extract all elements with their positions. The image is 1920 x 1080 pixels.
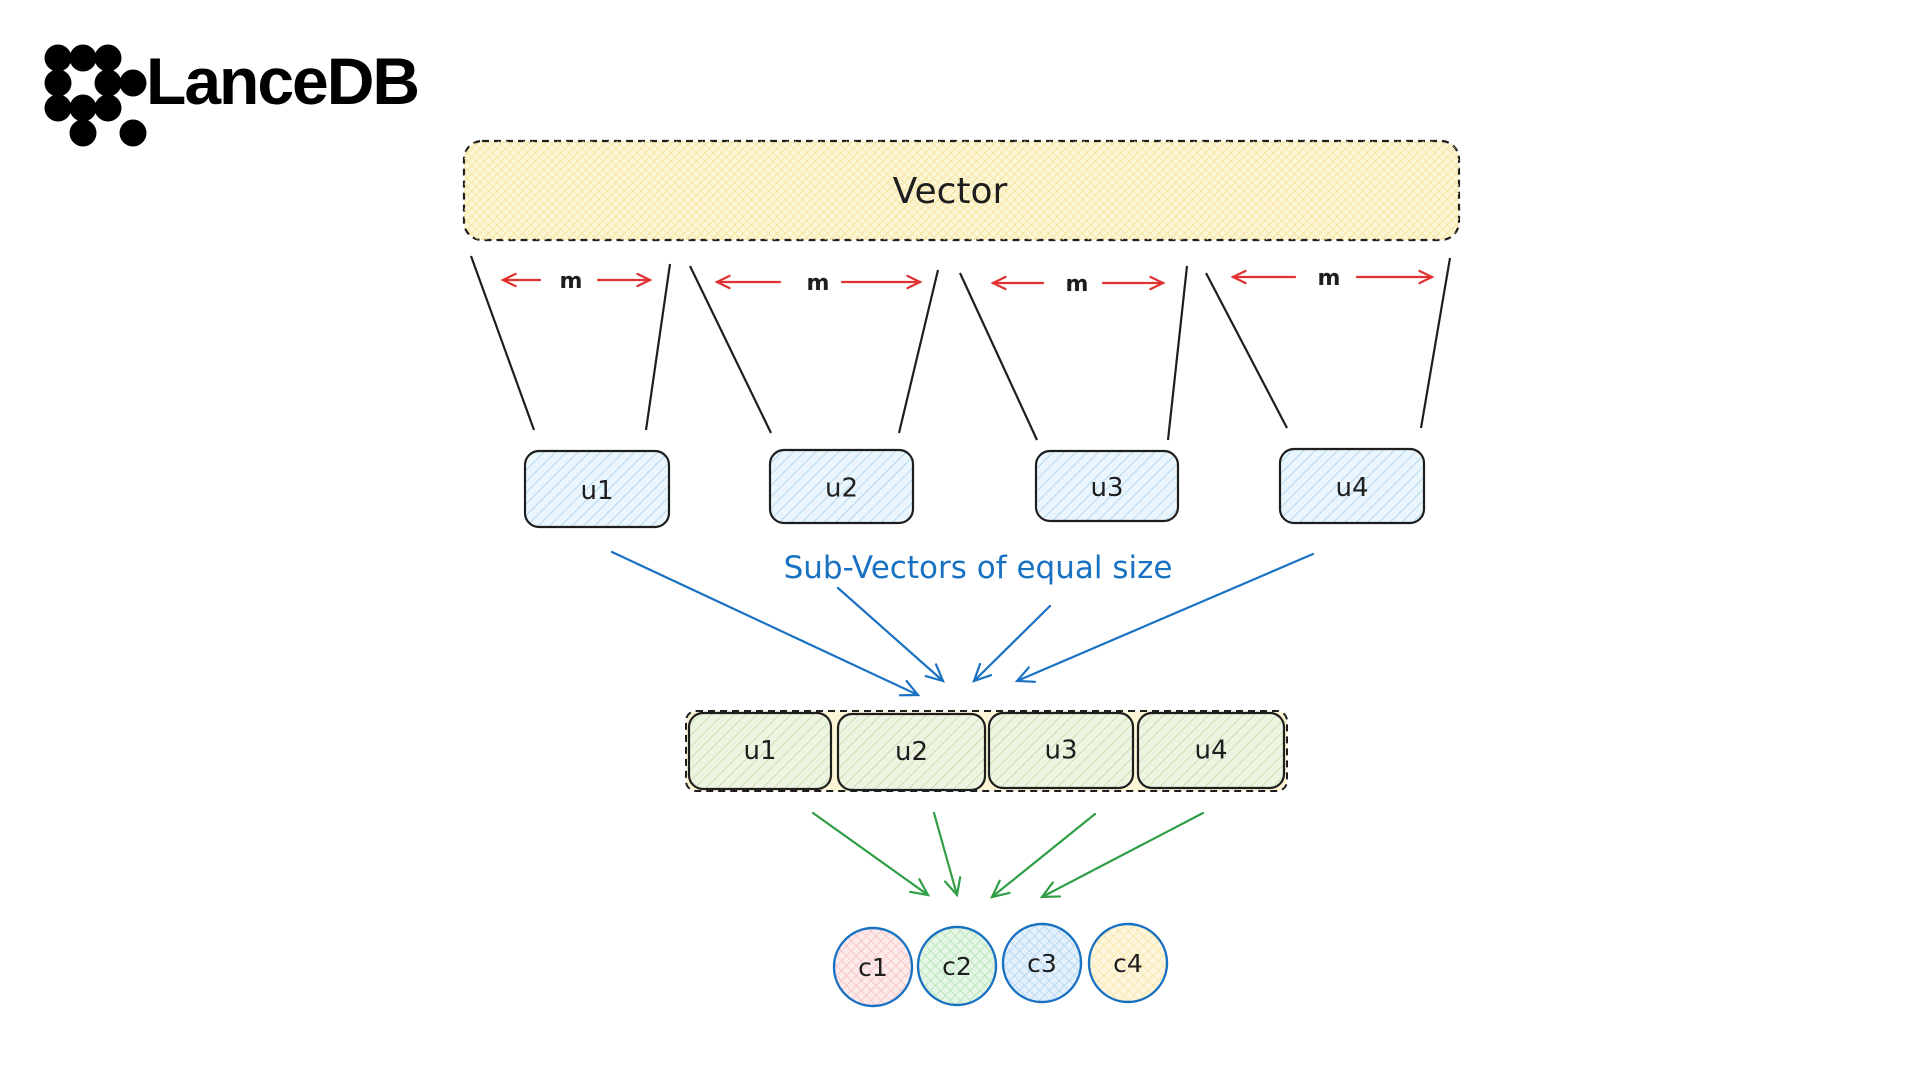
logo-dot: [44, 94, 72, 122]
concat-subvector-box: u3: [987, 711, 1135, 790]
logo-dot: [69, 94, 97, 122]
subvector-boxes: u1 u2 u3 u4: [523, 447, 1426, 529]
logo-dot: [119, 119, 147, 147]
concatenated-subvectors: u1 u2 u3 u4: [685, 710, 1288, 792]
logo-dot: [94, 94, 122, 122]
concat-subvector-label: u3: [1044, 736, 1077, 766]
connector-line: [1419, 257, 1452, 429]
subvector-to-concat-arrows: [610, 550, 1315, 697]
centroid-label: c2: [942, 952, 972, 981]
segment-measure: m: [990, 272, 1166, 297]
vector-label: Vector: [893, 171, 1008, 212]
subvector-box: u4: [1278, 447, 1426, 525]
brand-name: LanceDB: [146, 44, 420, 118]
dot-grid-logo-icon: [44, 44, 147, 147]
centroid-circles: c1 c2 c3 c4: [832, 922, 1169, 1008]
centroid-label: c1: [858, 953, 888, 982]
logo-dot: [119, 69, 147, 97]
connector-line: [959, 272, 1038, 441]
concat-subvector-label: u1: [743, 736, 776, 766]
segment-measure: m: [1230, 266, 1435, 291]
segment-size-label: m: [807, 271, 830, 296]
connector-line: [644, 263, 672, 431]
blue-arrow-icon: [972, 604, 1052, 683]
segment-measure: m: [500, 269, 653, 294]
concat-subvector-box: u2: [836, 712, 987, 792]
connector-line: [469, 255, 536, 431]
brand-logo: [44, 44, 150, 150]
right-arrow-icon: [1101, 275, 1166, 291]
concat-subvector-label: u4: [1194, 736, 1227, 766]
segment-connectors: [469, 255, 1452, 441]
connector-line: [1166, 265, 1189, 441]
logo-dot: [69, 44, 97, 72]
centroid-circle: c1: [832, 926, 914, 1008]
logo-dot: [44, 44, 72, 72]
concat-subvector-box: u1: [687, 711, 833, 791]
blue-arrow-icon: [610, 550, 921, 697]
subvector-box: u2: [768, 448, 915, 525]
centroid-circle: c4: [1087, 922, 1169, 1004]
segment-size-label: m: [560, 269, 583, 294]
logo-dot: [69, 119, 97, 147]
centroid-circle: c3: [1001, 922, 1083, 1004]
left-arrow-icon: [500, 272, 542, 288]
blue-arrow-icon: [836, 586, 945, 683]
concat-to-centroid-arrows: [811, 811, 1205, 899]
subvectors-caption: Sub-Vectors of equal size: [784, 550, 1173, 586]
left-arrow-icon: [714, 274, 782, 290]
left-arrow-icon: [1230, 269, 1297, 285]
logo-dot: [44, 69, 72, 97]
green-arrow-icon: [990, 812, 1097, 899]
green-arrow-icon: [1039, 811, 1205, 899]
right-arrow-icon: [596, 272, 653, 288]
subvector-label: u1: [580, 476, 613, 506]
right-arrow-icon: [840, 274, 923, 290]
subvector-box: u3: [1034, 449, 1180, 523]
blue-arrow-icon: [1014, 552, 1315, 683]
right-arrow-icon: [1355, 269, 1435, 285]
segment-measure: m: [714, 271, 923, 296]
concat-outline: [685, 710, 1288, 792]
concat-subvector-box: u4: [1136, 711, 1286, 790]
green-arrow-icon: [932, 811, 962, 898]
connector-line: [897, 269, 940, 434]
green-arrow-icon: [811, 811, 931, 897]
logo-dot: [94, 69, 122, 97]
subvector-box: u1: [523, 449, 671, 529]
segment-size-label: m: [1318, 266, 1341, 291]
segment-size-label: m: [1066, 272, 1089, 297]
vector-box: Vector: [462, 139, 1461, 242]
centroid-label: c3: [1027, 949, 1057, 978]
subvector-label: u2: [825, 474, 858, 504]
connector-line: [1205, 272, 1288, 429]
subvector-label: u4: [1335, 473, 1368, 503]
connector-line: [689, 265, 772, 434]
centroid-label: c4: [1113, 949, 1143, 978]
left-arrow-icon: [990, 275, 1045, 291]
subvector-label: u3: [1090, 473, 1123, 503]
centroid-circle: c2: [916, 925, 998, 1007]
concat-subvector-label: u2: [895, 737, 928, 767]
logo-dot: [94, 44, 122, 72]
